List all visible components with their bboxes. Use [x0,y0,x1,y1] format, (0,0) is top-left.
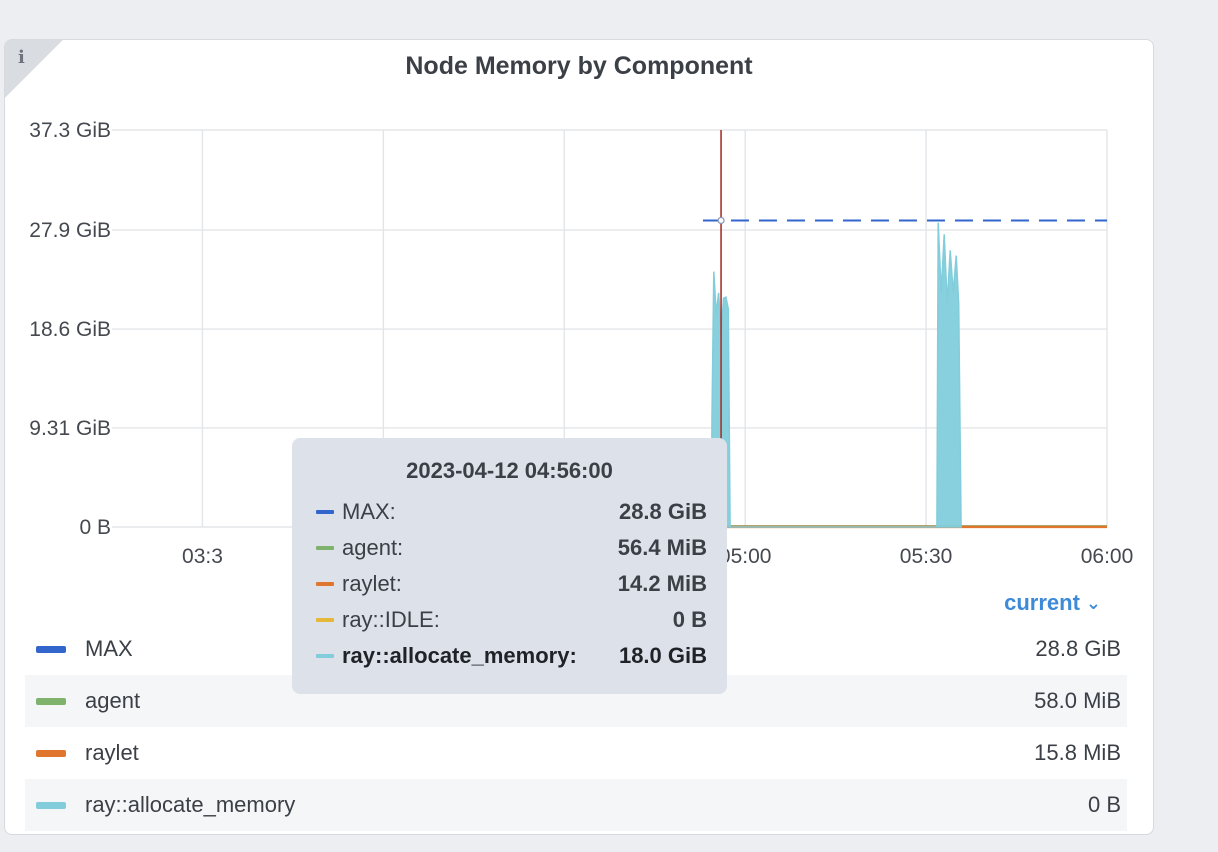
legend-series-name[interactable]: agent [85,688,141,713]
memory-panel: i Node Memory by Component 37.3 GiB 27.9 … [4,39,1154,835]
tooltip-row: ray::IDLE: 0 B [316,602,707,638]
legend-row[interactable]: raylet 15.8 MiB [25,727,1127,779]
cursor-point-max [717,216,725,225]
tooltip-series-value: 56.4 MiB [617,535,707,560]
panel-title: Node Memory by Component [405,52,753,80]
hover-tooltip: 2023-04-12 04:56:00 MAX: 28.8 GiB agent: 56… [292,438,727,694]
legend-mode-toggle[interactable]: current⌄ [1004,590,1101,616]
tooltip-row: raylet: 14.2 MiB [316,566,707,602]
tooltip-series-value: 0 B [672,607,707,632]
info-icon[interactable]: i [18,47,25,68]
x-tick-label: 06:00 [1081,545,1134,568]
chevron-down-icon[interactable]: ⌄ [1085,593,1101,613]
legend-series-name[interactable]: MAX [85,636,133,661]
legend-row[interactable]: MAX 28.8 GiB [25,623,1127,675]
legend-swatch[interactable] [36,749,66,757]
tooltip-series-name: raylet: [342,571,402,596]
y-tick-label: 37.3 GiB [29,119,111,142]
legend-swatch[interactable] [36,801,66,809]
legend-row[interactable]: ray::allocate_memory 0 B [25,779,1127,831]
series-ray-allocate-memory-area [710,222,962,528]
legend-swatch[interactable] [36,645,66,653]
x-tick-label: 03:3 [182,545,223,568]
legend-series-name[interactable]: ray::allocate_memory [85,792,296,817]
tooltip-series-value: 18.0 GiB [618,643,707,668]
y-tick-label: 18.6 GiB [29,318,111,341]
info-corner[interactable]: i [5,40,63,98]
legend-mode-label[interactable]: current [1004,590,1080,615]
y-tick-label: 27.9 GiB [29,219,111,242]
legend-series-value: 28.8 GiB [1035,636,1121,661]
legend-swatch[interactable] [36,697,66,705]
x-tick-label: 05:00 [719,545,772,568]
tooltip-time: 2023-04-12 04:56:00 [406,458,613,483]
legend-series-value: 58.0 MiB [1034,688,1121,713]
tooltip-swatch [316,654,334,658]
legend-series-value: 15.8 MiB [1034,740,1121,765]
y-tick-label: 9.31 GiB [29,417,111,440]
x-tick-label: 05:30 [900,545,953,568]
tooltip-series-value: 28.8 GiB [618,499,707,524]
tooltip-series-name: ray::allocate_memory: [342,643,577,668]
tooltip-swatch [316,618,334,622]
tooltip-row: MAX: 28.8 GiB [316,494,707,530]
y-tick-label: 0 B [79,516,111,539]
tooltip-row: agent: 56.4 MiB [316,530,707,566]
tooltip-swatch [316,582,334,586]
legend-series-name[interactable]: raylet [85,740,139,765]
tooltip-swatch [316,510,334,514]
tooltip-row: ray::allocate_memory: 18.0 GiB [316,638,707,674]
tooltip-swatch [316,546,334,550]
tooltip-series-value: 14.2 MiB [617,571,707,596]
tooltip-series-name: MAX: [342,499,396,524]
tooltip-series-name: agent: [342,535,404,560]
tooltip-series-name: ray::IDLE: [342,607,440,632]
legend-series-value: 0 B [1087,792,1121,817]
